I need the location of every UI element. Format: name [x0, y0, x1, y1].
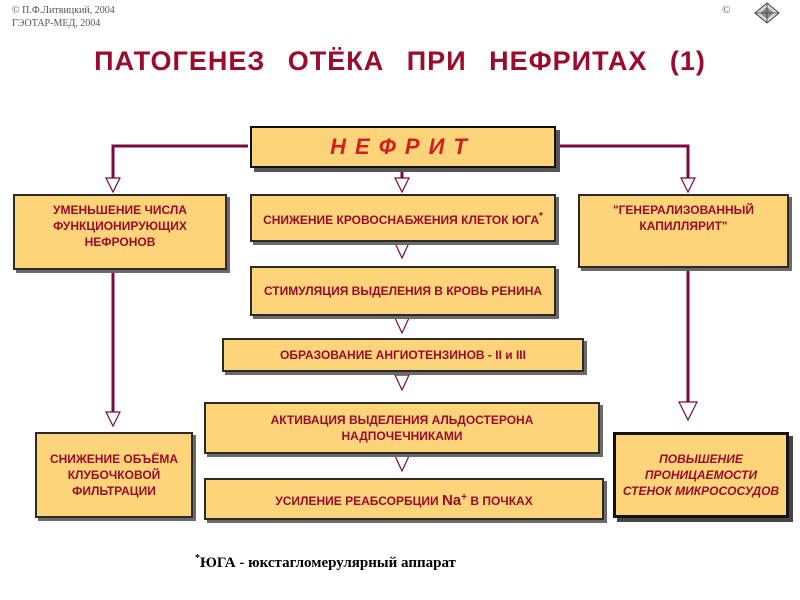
node-sodium-reabsorption: УСИЛЕНИЕ РЕАБСОРБЦИИ Na+ В ПОЧКАХ — [204, 478, 604, 520]
footnote: *ЮГА - юкстагломерулярный аппарат — [195, 553, 456, 571]
node-aldosterone-activation: АКТИВАЦИЯ ВЫДЕЛЕНИЯ АЛЬДОСТЕРОНА НАДПОЧЕ… — [204, 402, 600, 454]
page-title: ПАТОГЕНЕЗ ОТЁКА ПРИ НЕФРИТАХ (1) — [94, 46, 706, 76]
node-reduced-blood-supply-text: СНИЖЕНИЕ КРОВОСНАБЖЕНИЯ КЛЕТОК ЮГА* — [263, 210, 543, 227]
arrow-right-top — [680, 177, 696, 194]
copyright-author: © П.Ф.Литвицкий, 2004 — [12, 5, 115, 16]
arrow-left-top — [105, 177, 121, 194]
node-increased-permeability: ПОВЫШЕНИЕ ПРОНИЦАЕМОСТИ СТЕНОК МИКРОСОСУ… — [613, 432, 789, 518]
arrow-center-4 — [394, 374, 410, 392]
diamond-nav-icon[interactable] — [754, 2, 780, 24]
arrow-right-bottom — [678, 401, 698, 422]
root-to-right-line — [557, 144, 690, 178]
root-to-left-line — [111, 144, 248, 178]
arrow-center-3 — [394, 317, 410, 335]
node-generalized-capillaritis: "ГЕНЕРАЛИЗОВАННЫЙ КАПИЛЛЯРИТ" — [578, 194, 789, 268]
copyright-symbol: © — [722, 4, 731, 16]
node-reduced-blood-supply: СНИЖЕНИЕ КРОВОСНАБЖЕНИЯ КЛЕТОК ЮГА* — [250, 194, 556, 242]
arrow-center-top — [394, 177, 410, 194]
arrow-left-bottom — [105, 411, 121, 428]
node-renin-stimulation: СТИМУЛЯЦИЯ ВЫДЕЛЕНИЯ В КРОВЬ РЕНИНА — [250, 266, 556, 316]
root-node-nephritis: НЕФРИТ — [250, 126, 556, 168]
node-reduced-nephrons: УМЕНЬШЕНИЕ ЧИСЛА ФУНКЦИОНИРУЮЩИХ НЕФРОНО… — [13, 194, 227, 270]
node-reduced-filtration: СНИЖЕНИЕ ОБЪЁМА КЛУБОЧКОВОЙ ФИЛЬТРАЦИИ — [35, 432, 193, 518]
arrow-center-5 — [394, 455, 410, 473]
node-sodium-reabsorption-text: УСИЛЕНИЕ РЕАБСОРБЦИИ Na+ В ПОЧКАХ — [275, 491, 533, 509]
copyright-publisher: ГЭОТАР-МЕД, 2004 — [12, 18, 101, 29]
node-angiotensin-formation: ОБРАЗОВАНИЕ АНГИОТЕНЗИНОВ - II и III — [222, 338, 584, 372]
copyright-block: © П.Ф.Литвицкий, 2004 ГЭОТАР-МЕД, 2004 — [12, 4, 115, 30]
arrow-center-2 — [394, 242, 410, 260]
